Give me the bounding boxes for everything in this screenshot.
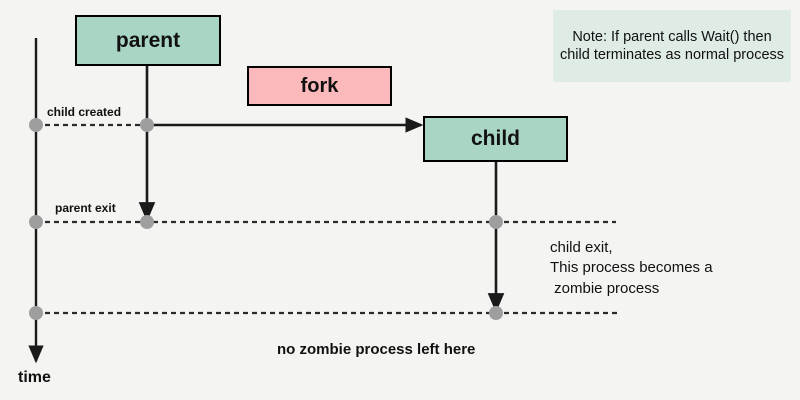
fork-call-label: fork [300,74,339,97]
child-created-label: child created [47,105,122,119]
event-dot-time-parent-exit [29,215,43,229]
event-dot-child-exit [489,215,503,229]
event-dot-parent-child-created [140,118,154,132]
wait-note-text: Note: If parent calls Wait() then child … [559,28,785,63]
fork-call-box: fork [247,66,392,106]
child-exit-annotation: child exit, This process becomes a zombi… [550,239,713,297]
event-dot-zombie-reaped [489,306,503,320]
child-process-label: child [470,127,520,150]
event-dot-parent-exit [140,215,154,229]
parent-process-box: parent [75,15,221,66]
time-axis-label: time [18,369,51,386]
parent-process-label: parent [115,28,181,52]
child-process-box: child [423,116,568,162]
wait-note-box: Note: If parent calls Wait() then child … [553,10,791,82]
no-zombie-process-note: no zombie process left here [277,341,476,358]
event-dot-time-zombie-reaped [29,306,43,320]
parent-exit-label: parent exit [55,201,116,215]
event-dot-time-child-created [29,118,43,132]
